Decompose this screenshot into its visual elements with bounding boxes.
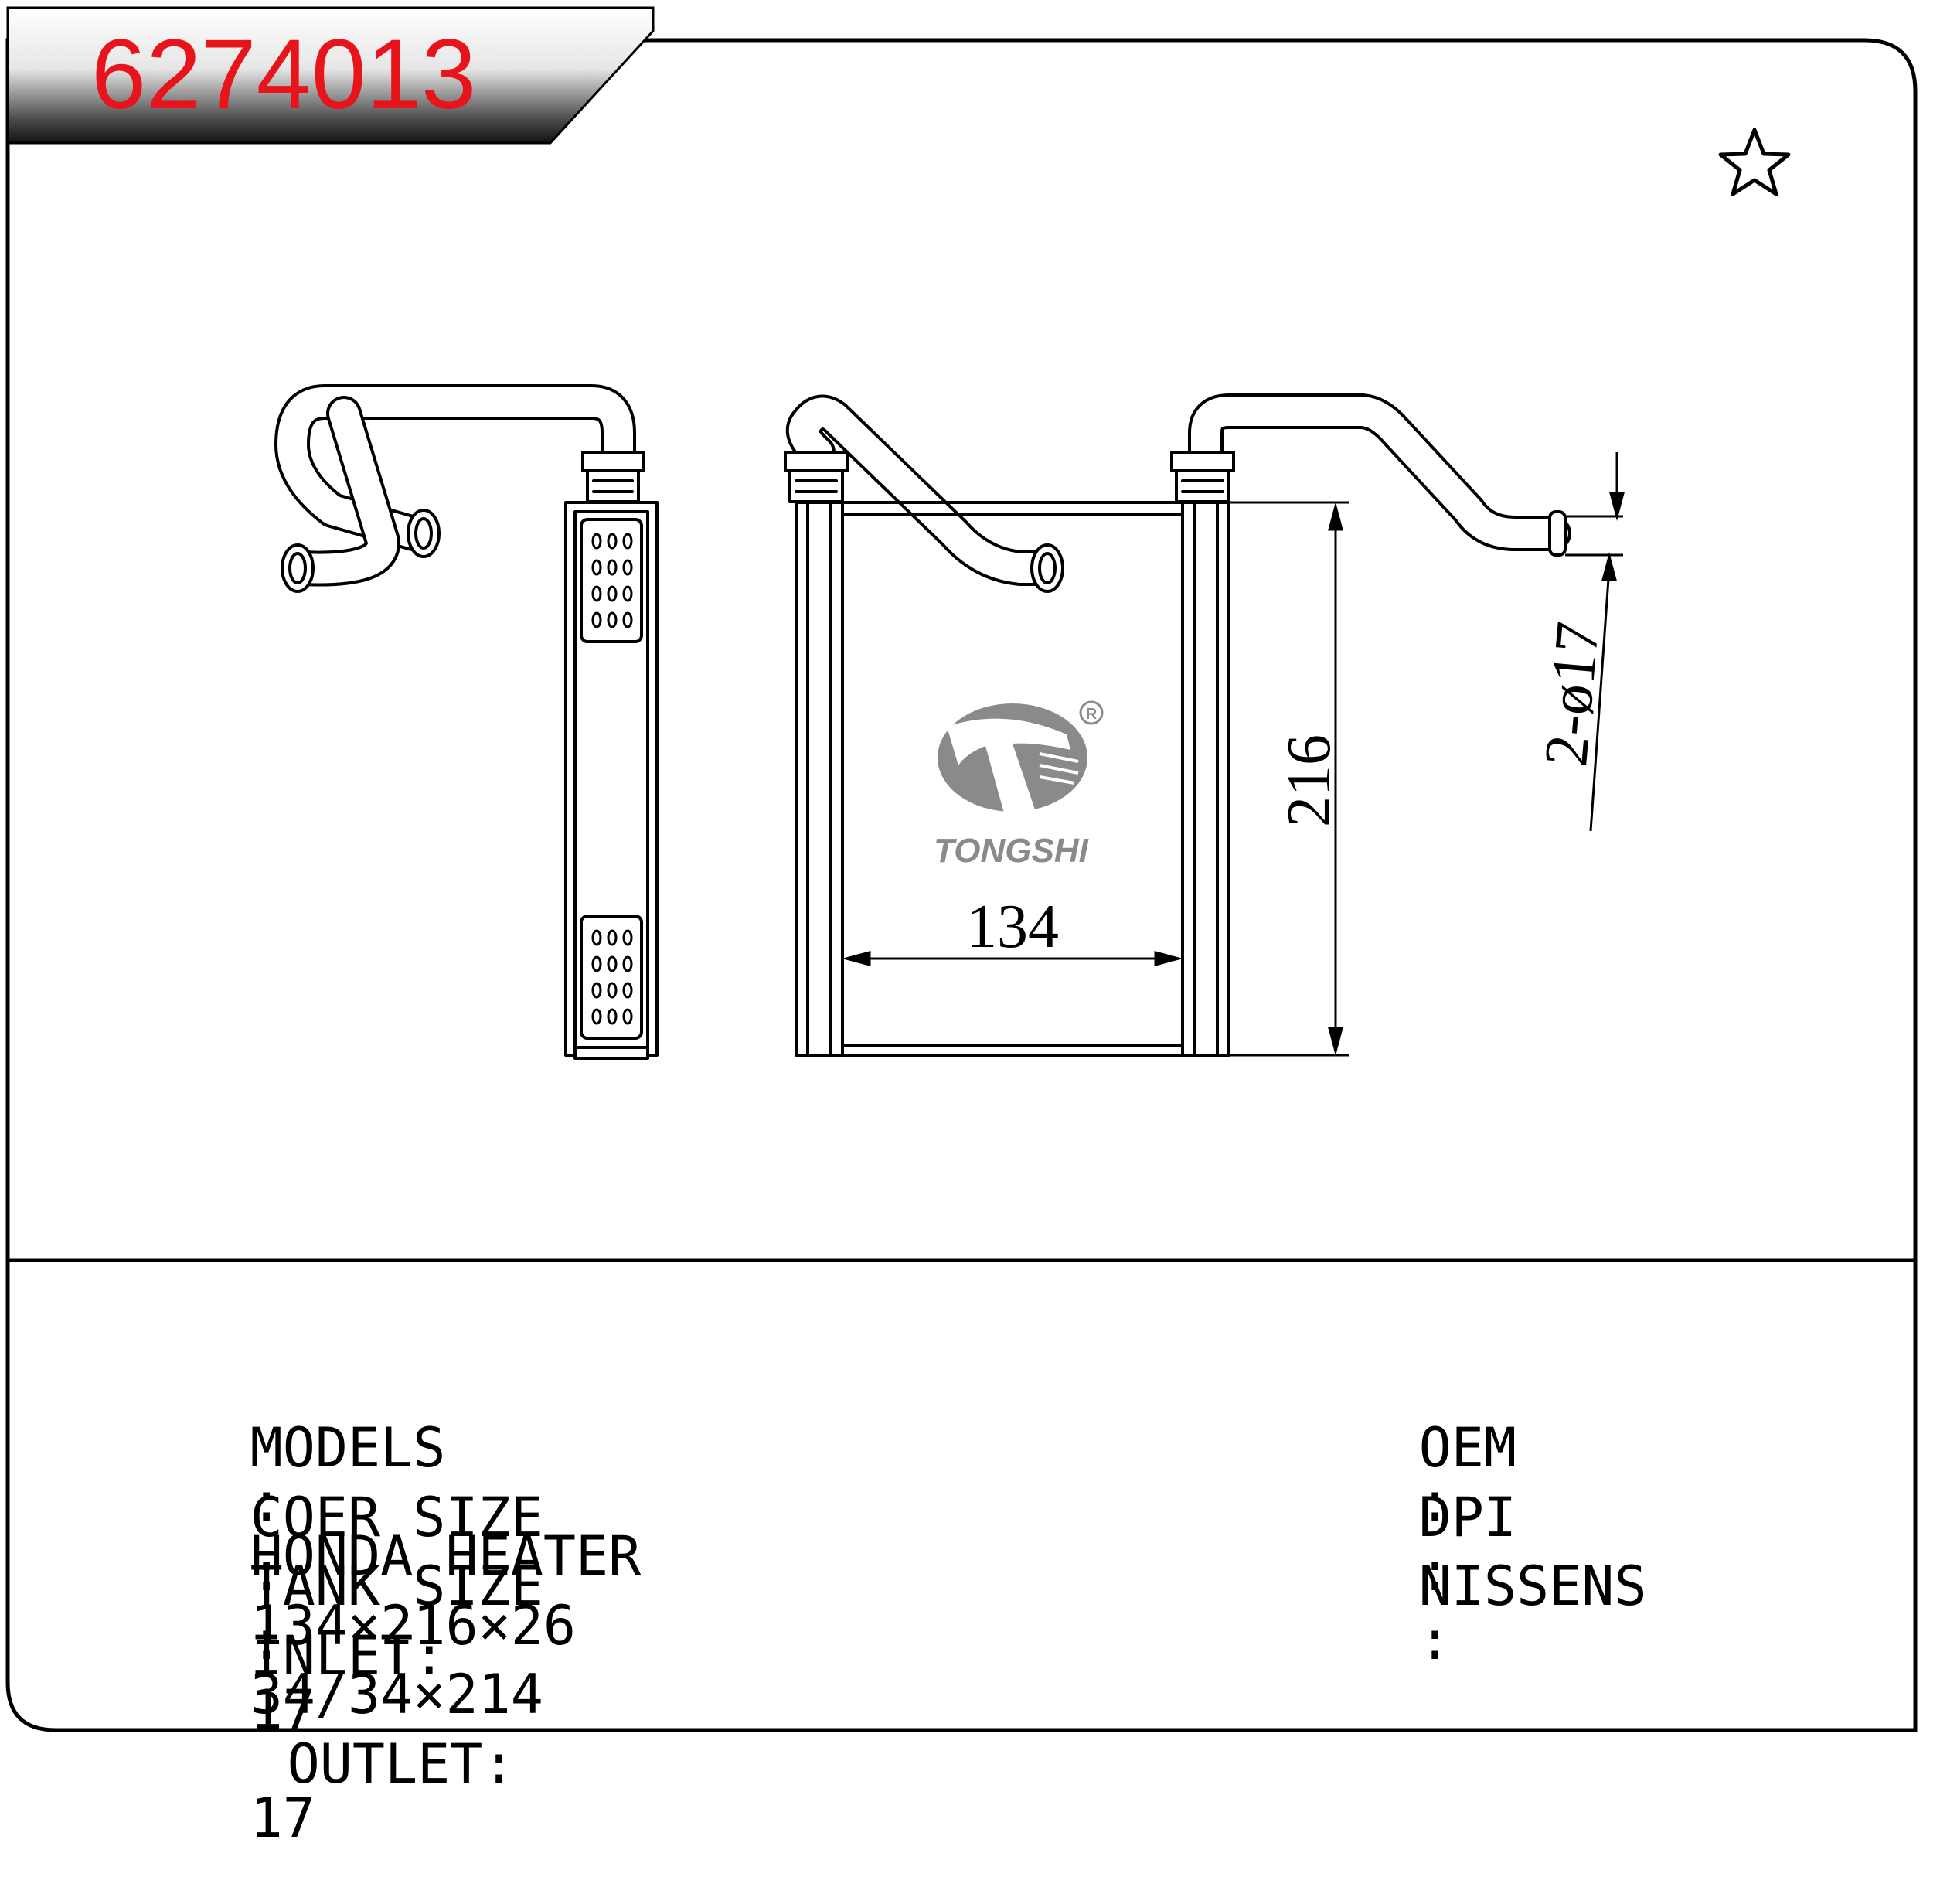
part-number: 6274013 (91, 19, 476, 130)
svg-text:R: R (1086, 706, 1098, 723)
heater-core-front-view (784, 393, 1571, 1057)
heater-core-side-view (274, 384, 659, 1060)
logo-wordmark: TONGSHI (934, 832, 1088, 870)
dim-height: 216 (1275, 734, 1343, 827)
dimension-lines (842, 452, 1625, 1057)
dim-width: 134 (966, 893, 1059, 961)
tongshi-logo: R TONGSHI (934, 700, 1104, 870)
spec-sheet: 6274013 (5, 6, 1918, 1732)
sheet-frame (5, 38, 1918, 1732)
part-number-banner: 6274013 (6, 6, 655, 145)
dim-pipe: 2-ø17 (1532, 619, 1612, 769)
outlet-label: OUTLET: (287, 1732, 516, 1796)
outlet-value: 17 (250, 1786, 315, 1850)
registered-mark (1079, 700, 1104, 725)
star-outline-icon (1718, 128, 1791, 196)
